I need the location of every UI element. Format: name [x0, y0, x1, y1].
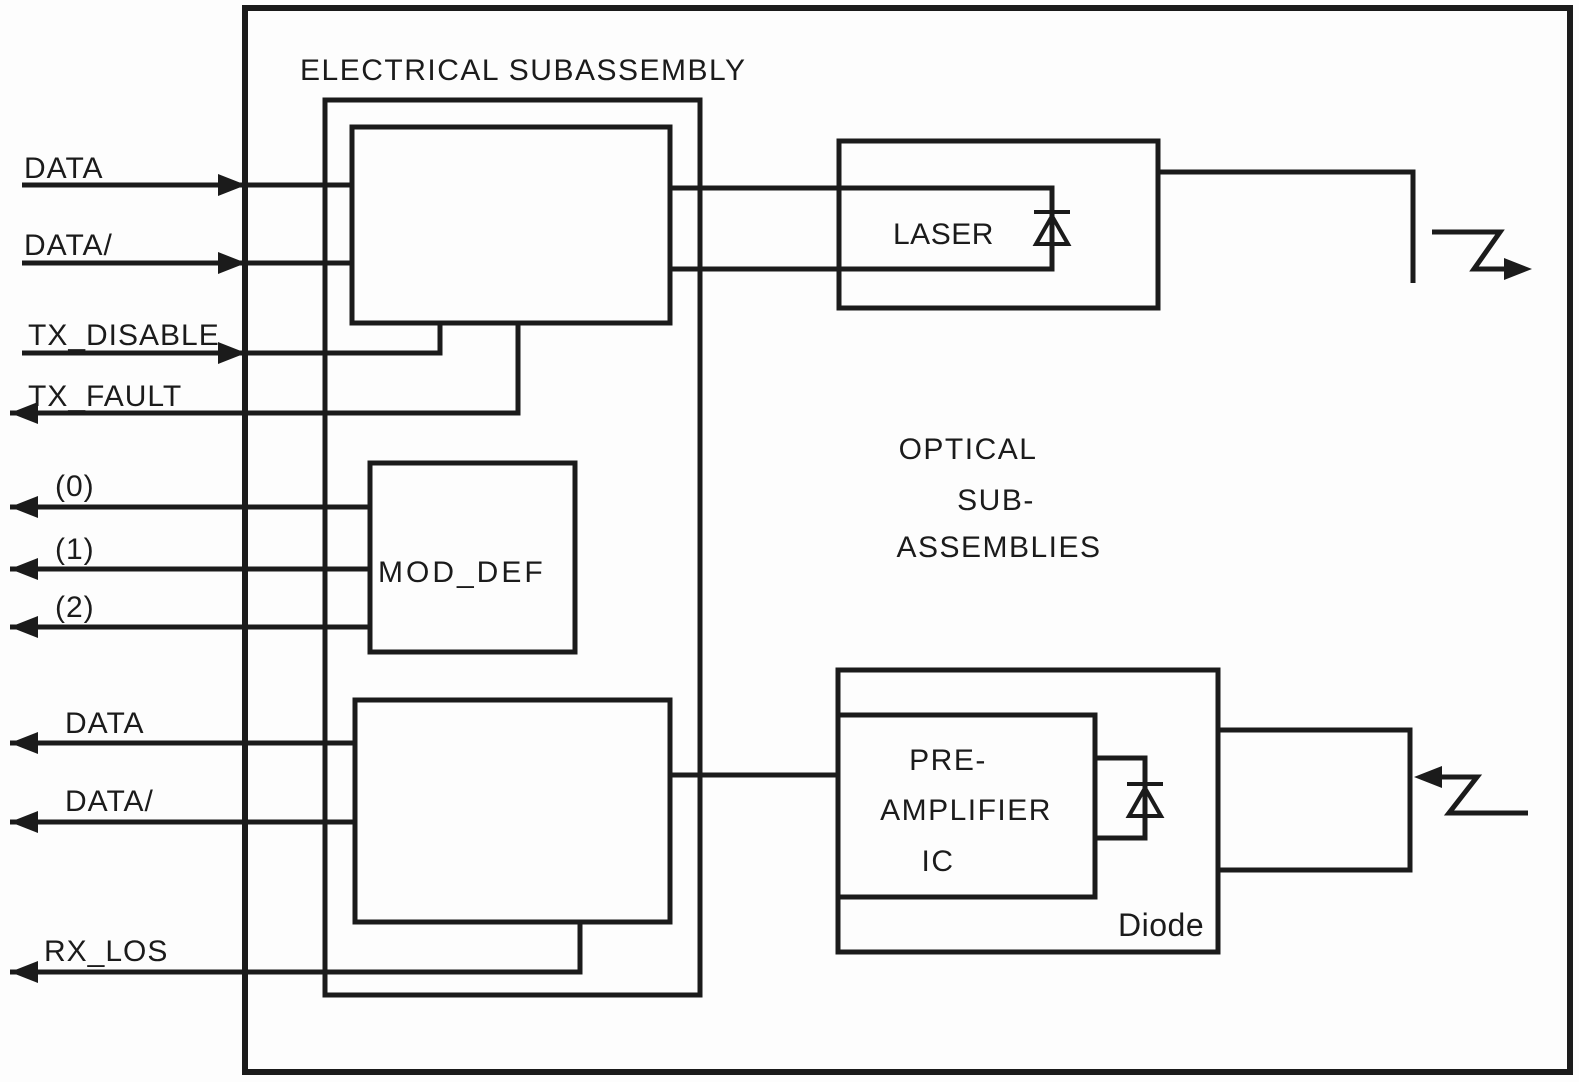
rx-data-arrowhead-icon [10, 732, 38, 754]
mod-def-2-label: (2) [55, 591, 95, 624]
laser-drive-wires [670, 185, 1055, 272]
rx-fiber-stub-box [1215, 727, 1413, 873]
post-amplifier-box [352, 697, 673, 925]
rx-photodiode-loop [1095, 755, 1148, 841]
tx-data-bar-arrowhead-icon [218, 252, 246, 274]
mod-def-1-arrowhead-icon [10, 558, 38, 580]
laser-driver-box [349, 124, 673, 326]
rx-los-arrowhead-icon [10, 961, 38, 983]
tx-fault-wire [10, 323, 521, 416]
tx-data-label: DATA [24, 152, 104, 185]
tx-disable-arrowhead-icon [218, 342, 246, 364]
tx-disable-label: TX_DISABLE [28, 319, 220, 352]
rx-fiber-arrowhead-icon [1414, 766, 1442, 788]
mod-def-block-label: MOD_DEF [378, 556, 546, 589]
rx-los-wire [10, 922, 583, 975]
preamplifier-label-line3: IC [922, 845, 955, 878]
mod-def-0-arrowhead-icon [10, 496, 38, 518]
electrical-subassembly-label: ELECTRICAL SUBASSEMBLY [300, 54, 746, 87]
preamplifier-label-line2: AMPLIFIER [880, 794, 1052, 827]
preamplifier-label-line1: PRE- [909, 744, 987, 777]
laser-osa-box [836, 138, 1161, 311]
laser-block-label: LASER [893, 218, 994, 251]
rx-data-bar-label: DATA/ [65, 785, 154, 818]
tx-data-arrowhead-icon [218, 174, 246, 196]
tx-fiber-zigzag [1432, 229, 1506, 272]
preamplifier-box [835, 712, 1098, 900]
rx-fiber-zigzag [1440, 774, 1528, 816]
tx-fault-label: TX_FAULT [28, 380, 182, 413]
laser-output-wire [1158, 169, 1416, 283]
tx-data-bar-label: DATA/ [24, 229, 113, 262]
tx-fiber-arrowhead-icon [1504, 258, 1532, 280]
optical-subassemblies-label-line3: ASSEMBLIES [896, 531, 1101, 564]
optical-subassemblies-label-line1: OPTICAL [899, 433, 1038, 466]
mod-def-box [367, 460, 578, 655]
mod-def-0-label: (0) [55, 470, 95, 503]
tx-laser-diode-icon [1032, 211, 1072, 246]
rx-data-bar-arrowhead-icon [10, 811, 38, 833]
optical-subassemblies-label-line2: SUB- [957, 484, 1035, 517]
electrical-subassembly-box [322, 97, 703, 998]
mod-def-2-arrowhead-icon [10, 616, 38, 638]
module-outline-box [242, 5, 1573, 1075]
rx-data-label: DATA [65, 707, 145, 740]
rx-los-label: RX_LOS [44, 935, 168, 968]
tx-fault-arrowhead-icon [10, 402, 38, 424]
tx-disable-wire [22, 323, 443, 356]
diode-label: Diode [1118, 907, 1204, 943]
rx-diode-icon [1125, 783, 1165, 818]
mod-def-1-label: (1) [55, 533, 95, 566]
